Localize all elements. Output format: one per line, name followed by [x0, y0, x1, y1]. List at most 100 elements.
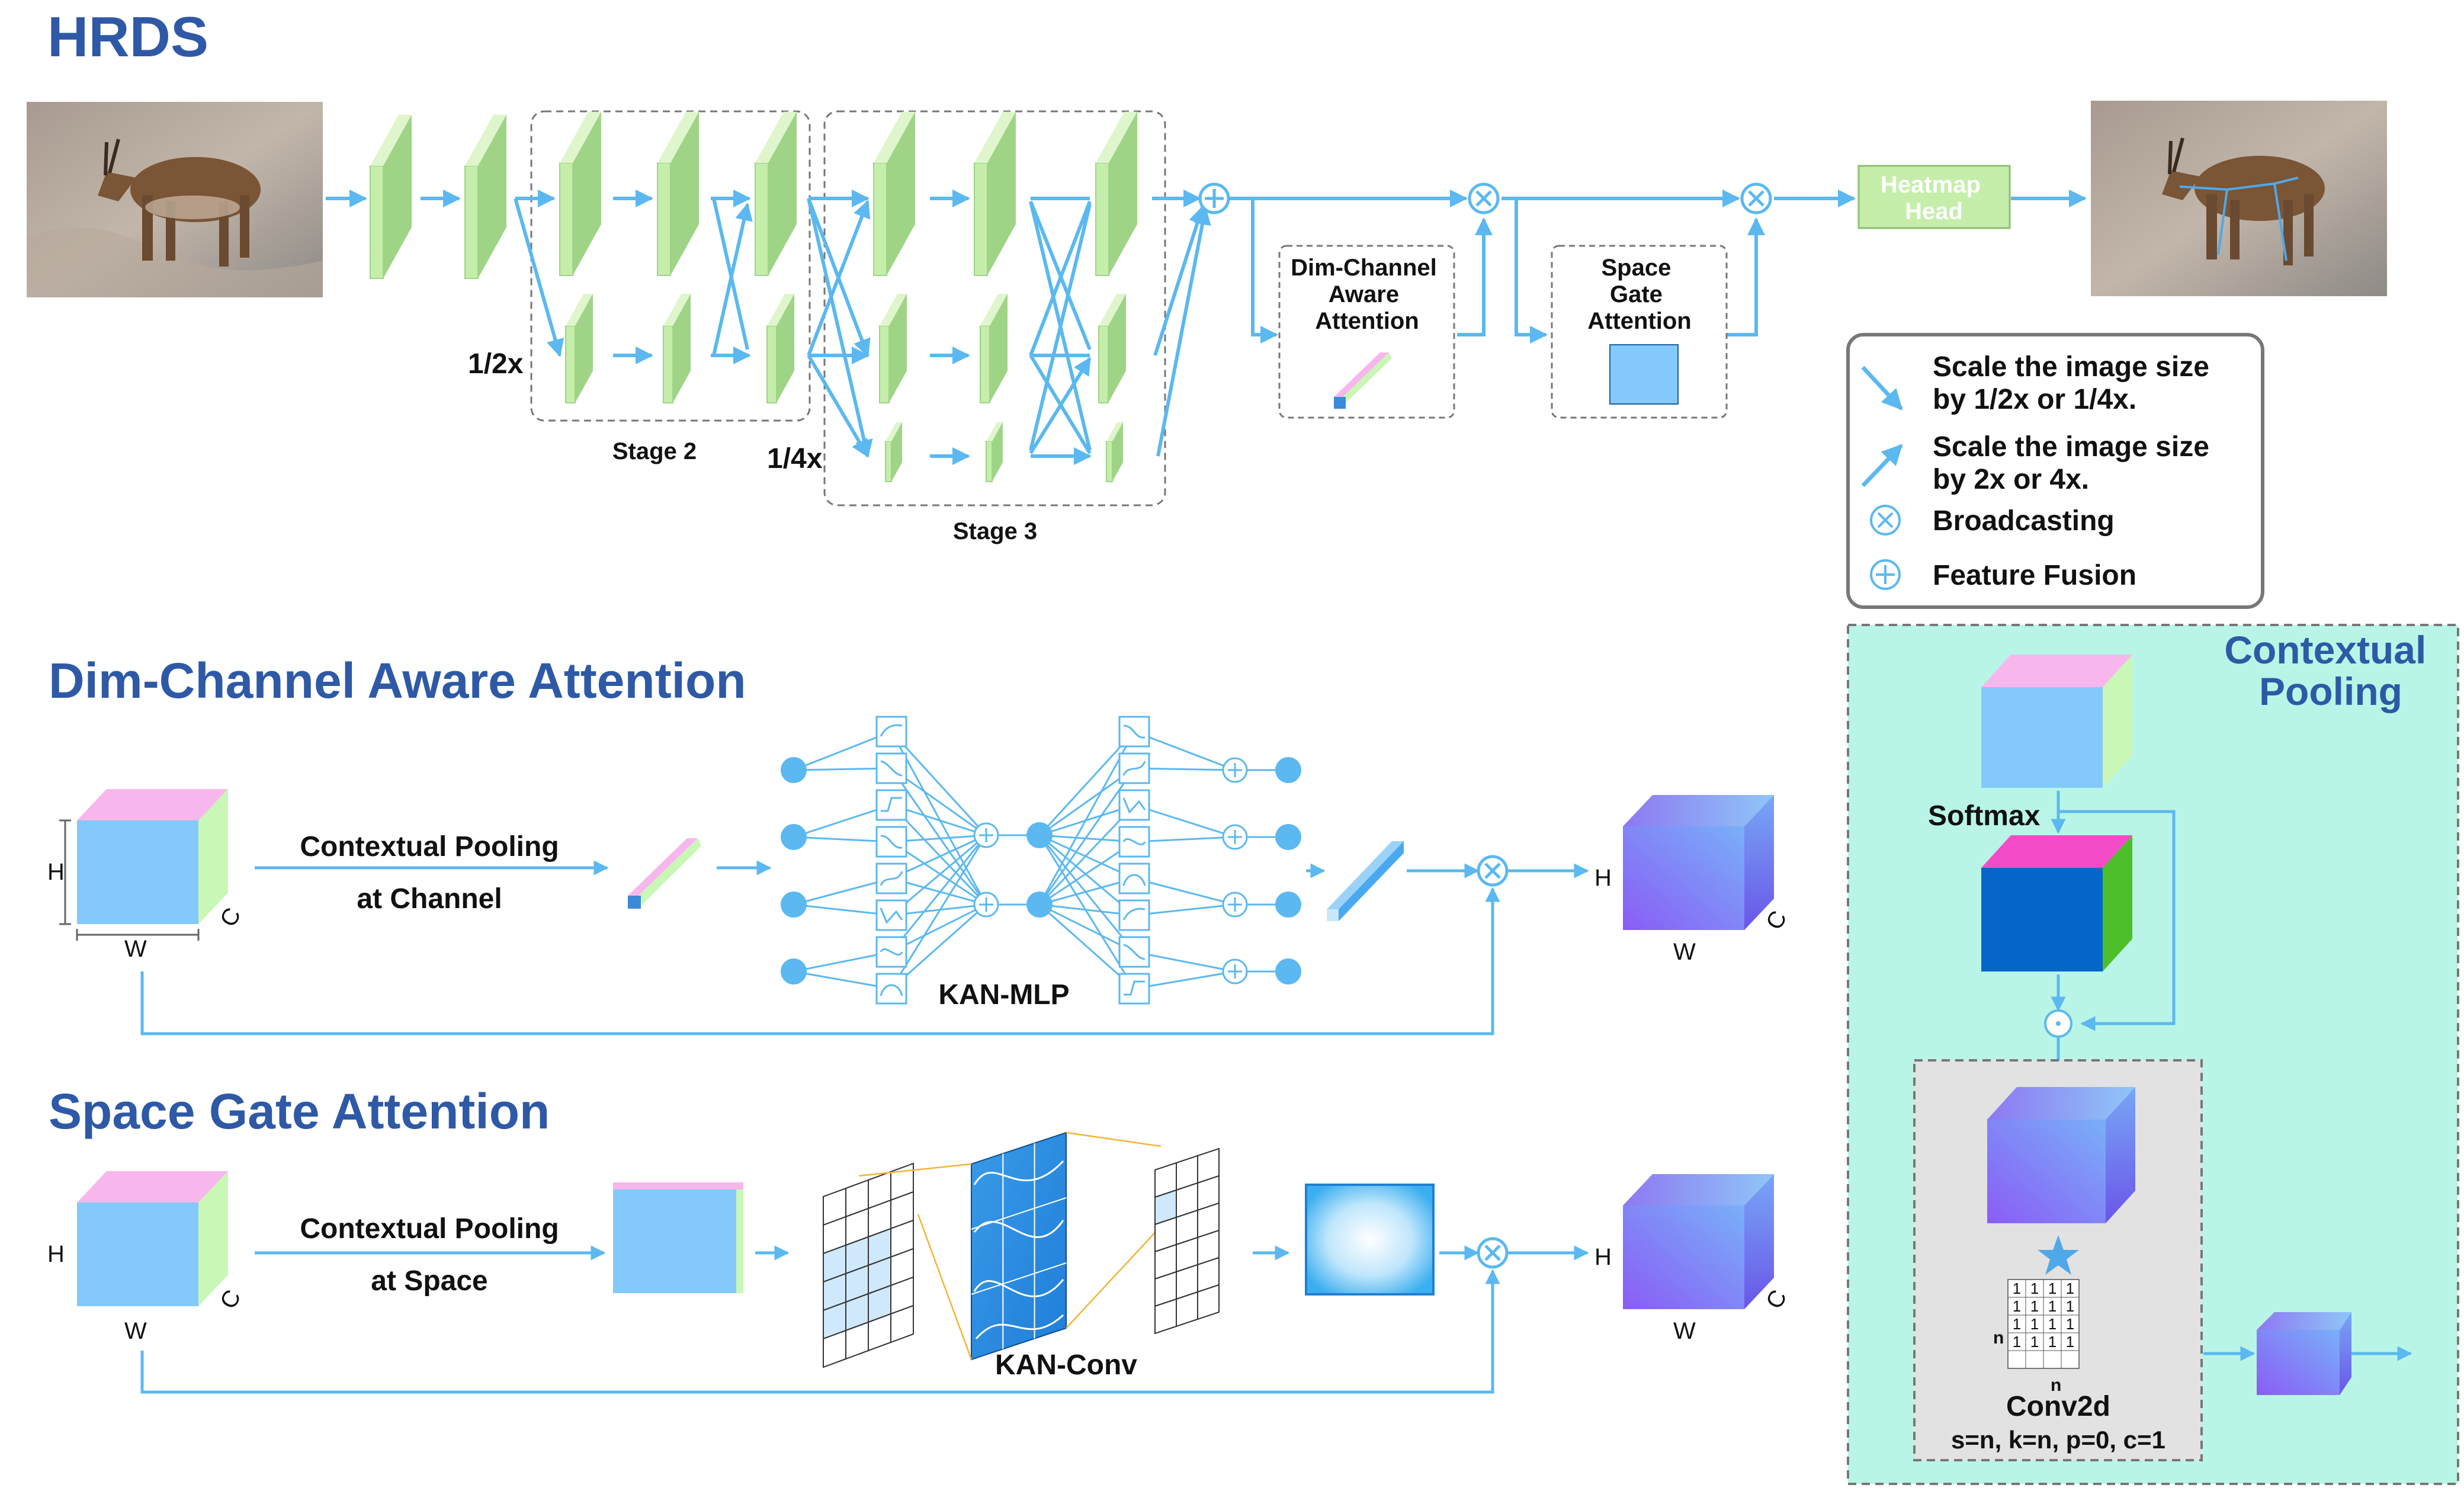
feature-map-icon — [879, 294, 907, 403]
fusion-icon — [973, 892, 999, 918]
broadcast-icon — [1740, 182, 1772, 214]
input-image — [27, 102, 323, 297]
broadcast-icon — [1468, 182, 1500, 214]
matrix-cell: 1 — [2013, 1315, 2021, 1333]
feature-map-icon — [663, 294, 691, 403]
matrix-cell: 1 — [2030, 1280, 2039, 1297]
dca-h-label: H — [47, 859, 65, 885]
svg-text:Dim-Channel Aware: Dim-Channel Aware Attention — [1291, 255, 1443, 334]
feature-map-icon — [1095, 111, 1137, 276]
stage2-label: Stage 2 — [612, 438, 697, 464]
neuron-icon — [1275, 757, 1301, 783]
heatmap-head: Heatmap Head — [1857, 165, 2011, 229]
neuron-icon — [781, 757, 807, 783]
matrix-cell: 1 — [2066, 1315, 2074, 1333]
dim-channel-box: Dim-Channel Aware Attention — [1278, 245, 1455, 419]
dca-box-line: Aware — [1329, 281, 1399, 307]
feature-map-icon — [980, 294, 1008, 403]
matrix-n-left: n — [1993, 1328, 2004, 1348]
blue-vector-icon — [1327, 841, 1404, 921]
sga-pool-label: at Space — [371, 1265, 487, 1297]
neuron-icon — [1026, 892, 1053, 918]
sga-box-line: Attention — [1587, 308, 1692, 334]
fusion-icon — [1198, 182, 1230, 214]
arrow — [712, 198, 747, 356]
up-arrow-icon — [1861, 444, 1903, 488]
matrix-cell: 1 — [2066, 1297, 2074, 1315]
feature-map-icon — [370, 114, 412, 279]
activation-icon — [875, 862, 907, 894]
neuron-icon — [781, 892, 807, 918]
dca-input-cube-icon — [59, 789, 228, 941]
contextual-pooling-panel: Contextual Pooling Softmax — [1847, 624, 2459, 1485]
legend-down-line: Scale the image size — [1933, 351, 2209, 383]
activation-icon — [1118, 973, 1150, 1005]
softmax-cube-icon — [1981, 835, 2132, 971]
heatmap-head-line: Heatmap — [1881, 172, 1981, 198]
matrix-n-bottom: n — [2051, 1375, 2061, 1395]
channel-vector-icon — [628, 838, 701, 909]
spatial-map-icon — [613, 1182, 743, 1293]
star-icon — [2038, 1235, 2079, 1275]
broadcast-icon — [1870, 505, 1901, 536]
svg-text:Space Gate Attenti: Space Gate Attention — [1587, 255, 1692, 334]
sga-section: H W C Contextual Pooling at Space KAN-Co… — [47, 1131, 1792, 1394]
neuron-icon — [1275, 958, 1301, 985]
eland-pose-icon — [2162, 137, 2325, 265]
pooling-title-line: Pooling — [2259, 669, 2402, 713]
matrix-cell: 1 — [2048, 1333, 2056, 1351]
feature-map-icon — [755, 111, 797, 276]
dca-box-line: Attention — [1315, 308, 1419, 334]
spatial-map-icon — [1609, 344, 1679, 405]
feature-map-icon — [1098, 294, 1126, 403]
matrix-cell: 1 — [2048, 1297, 2056, 1315]
activation-icon — [875, 899, 907, 931]
svg-text:Contextual Pooling: Contextual Pooling — [2224, 628, 2437, 713]
arrow — [514, 198, 564, 357]
input-cube-icon — [1981, 655, 2132, 788]
legend: Scale the image size by 1/2x or 1/4x. Sc… — [1846, 333, 2264, 609]
neuron-icon — [1026, 822, 1053, 848]
matrix-cell: 1 — [2030, 1315, 2039, 1333]
stage3-box — [823, 110, 1166, 506]
neuron-icon — [1275, 824, 1301, 850]
svg-text:Heatmap Head: Heatmap Head — [1881, 172, 1987, 225]
dca-out-w-label: W — [1673, 939, 1696, 965]
legend-down-line: by 1/2x or 1/4x. — [1933, 384, 2136, 415]
activation-icon — [1118, 789, 1150, 821]
output-image — [2091, 101, 2387, 296]
activation-icon — [875, 752, 907, 784]
conv-params: s=n, k=n, p=0, c=1 — [1951, 1426, 2165, 1454]
fusion-icon — [973, 822, 999, 848]
scale-half-label: 1/2x — [468, 348, 524, 380]
arrow — [1251, 198, 1278, 344]
scale-quarter-label: 1/4x — [767, 443, 823, 474]
arrow — [1457, 217, 1493, 336]
broadcast-icon — [1477, 855, 1509, 887]
dca-output-cube-icon — [1623, 795, 1774, 930]
sga-box-line: Gate — [1610, 281, 1663, 307]
activation-icon — [875, 826, 907, 858]
feature-layers — [370, 111, 1137, 482]
sga-out-w-label: W — [1673, 1318, 1696, 1344]
dca-section: H W C Contextual Pooling at Channel KAN-… — [47, 716, 1792, 1035]
output-cube-icon — [2257, 1312, 2351, 1395]
matrix-cell: 1 — [2030, 1297, 2039, 1315]
legend-fusion: Feature Fusion — [1933, 560, 2136, 591]
purple-cube-icon — [1987, 1087, 2135, 1223]
matrix-cell: 1 — [2048, 1280, 2056, 1297]
svg-text:Scale the image size by: Scale the image size by 2x or 4x. — [1933, 431, 2217, 495]
pooling-title-line: Contextual — [2224, 628, 2426, 672]
space-gate-title: Space Gate Attention — [49, 1083, 550, 1139]
sga-c-label: C — [215, 1285, 246, 1313]
dca-c-label: C — [215, 903, 246, 931]
matrix-cell: 1 — [2048, 1315, 2056, 1333]
arrow — [1029, 200, 1090, 454]
matrix-cell: 1 — [2030, 1333, 2039, 1351]
neuron-icon — [1275, 892, 1301, 918]
arrow — [1153, 206, 1207, 356]
stage3-label: Stage 3 — [953, 518, 1037, 544]
sga-output-cube-icon — [1623, 1174, 1774, 1309]
